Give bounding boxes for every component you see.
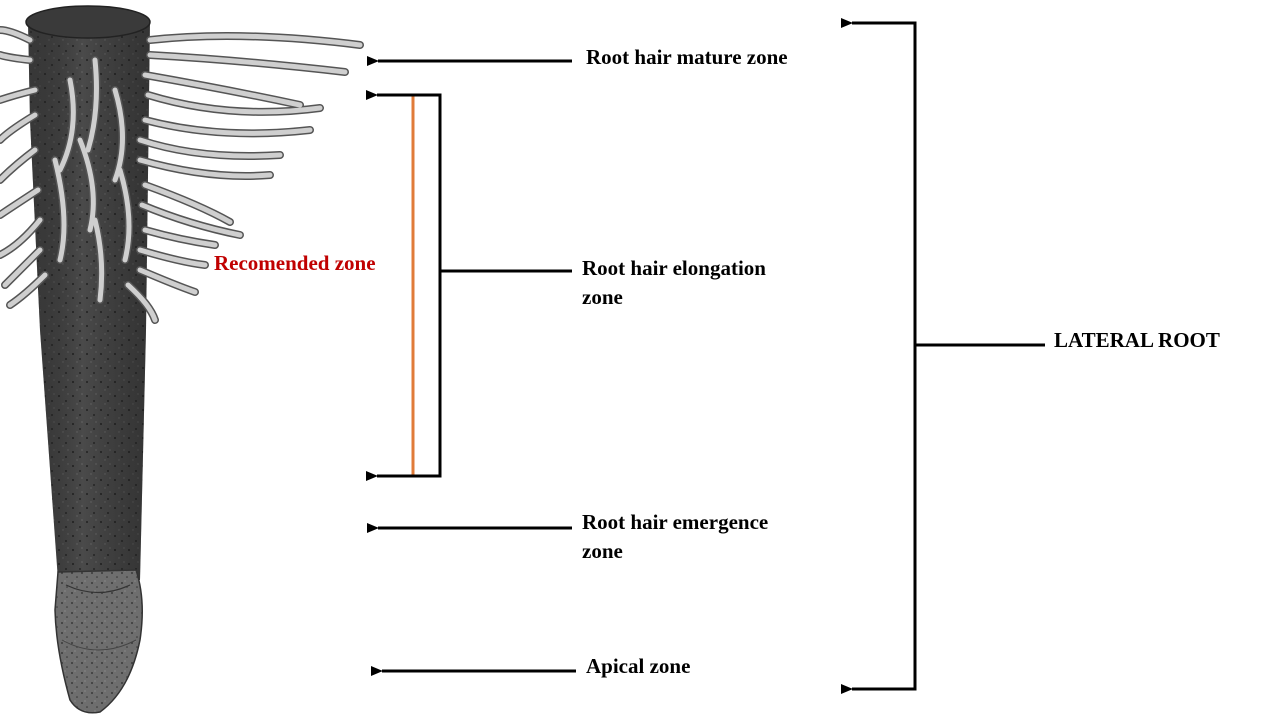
root-cut-surface xyxy=(25,5,151,39)
emergence-zone-label-line2: zone xyxy=(582,539,623,563)
lateral-root-label: LATERAL ROOT xyxy=(1054,328,1220,352)
elongation-zone-bracket xyxy=(378,93,442,478)
recommended-zone-label: Recomended zone xyxy=(214,251,376,275)
mature-zone-label: Root hair mature zone xyxy=(586,45,788,69)
emergence-zone-label-line1: Root hair emergence xyxy=(582,510,769,534)
root-cap xyxy=(54,569,143,714)
root-illustration xyxy=(0,5,364,714)
elongation-zone-label-line2: zone xyxy=(582,285,623,309)
zone-arrows xyxy=(366,18,1045,694)
root-hairs xyxy=(0,26,364,324)
lateral-root-bracket xyxy=(853,21,917,691)
elongation-zone-label-line1: Root hair elongation xyxy=(582,256,766,280)
apical-zone-label: Apical zone xyxy=(586,654,691,678)
